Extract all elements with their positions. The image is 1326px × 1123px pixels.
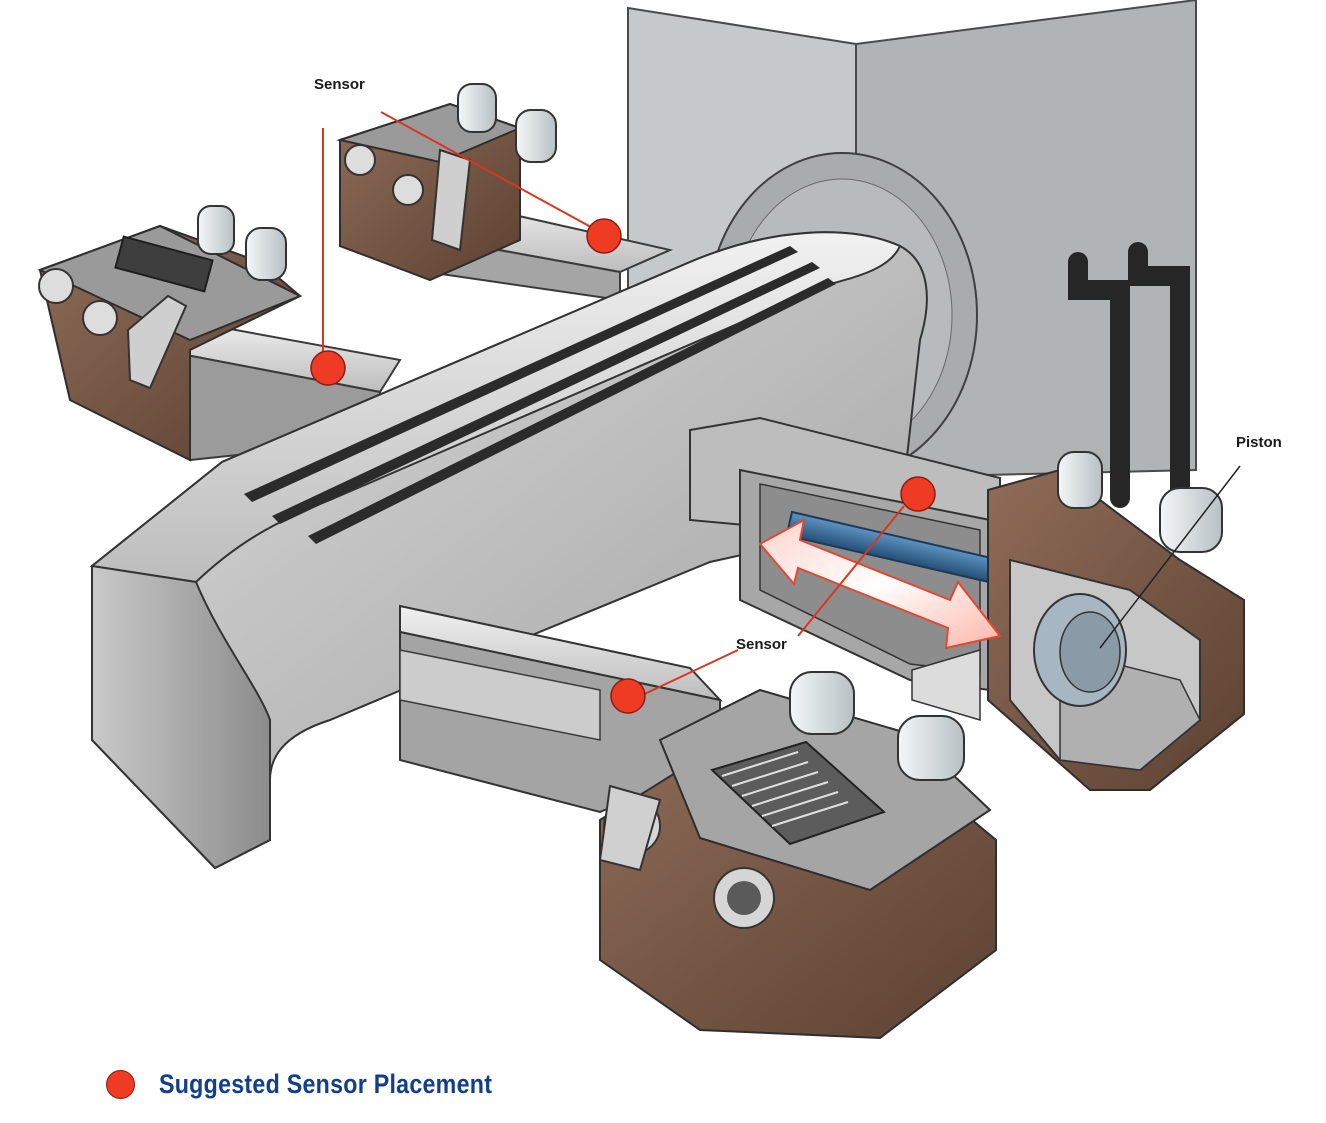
leader-line-sensor-mid-b bbox=[635, 649, 739, 699]
legend-sensor-dot-icon bbox=[106, 1069, 135, 1099]
motion-arrow-icon bbox=[758, 518, 1002, 650]
sensor-dot-back-top bbox=[586, 218, 622, 254]
actuator-back-top bbox=[336, 83, 674, 302]
leader-line-piston bbox=[1099, 465, 1241, 649]
wall-pipes bbox=[1068, 242, 1190, 508]
callout-sensor-mid: Sensor bbox=[736, 636, 787, 653]
sensor-dot-front bbox=[610, 678, 646, 714]
beam-slots bbox=[244, 246, 836, 544]
sensor-markers bbox=[310, 218, 936, 714]
leader-lines bbox=[322, 111, 905, 699]
actuator-front bbox=[399, 604, 997, 1040]
leader-line-sensor-top-a bbox=[380, 111, 601, 233]
sensor-dot-back-left bbox=[310, 350, 346, 386]
callout-piston: Piston bbox=[1236, 434, 1282, 451]
main-crossbeam bbox=[89, 231, 928, 870]
sensor-dot-right bbox=[900, 476, 936, 512]
legend-label: Suggested Sensor Placement bbox=[159, 1068, 493, 1099]
leader-line-sensor-mid-a bbox=[797, 505, 905, 637]
callout-sensor-top: Sensor bbox=[314, 76, 365, 93]
actuator-right-cutaway bbox=[689, 416, 1245, 791]
legend: Suggested Sensor Placement bbox=[106, 1066, 546, 1102]
